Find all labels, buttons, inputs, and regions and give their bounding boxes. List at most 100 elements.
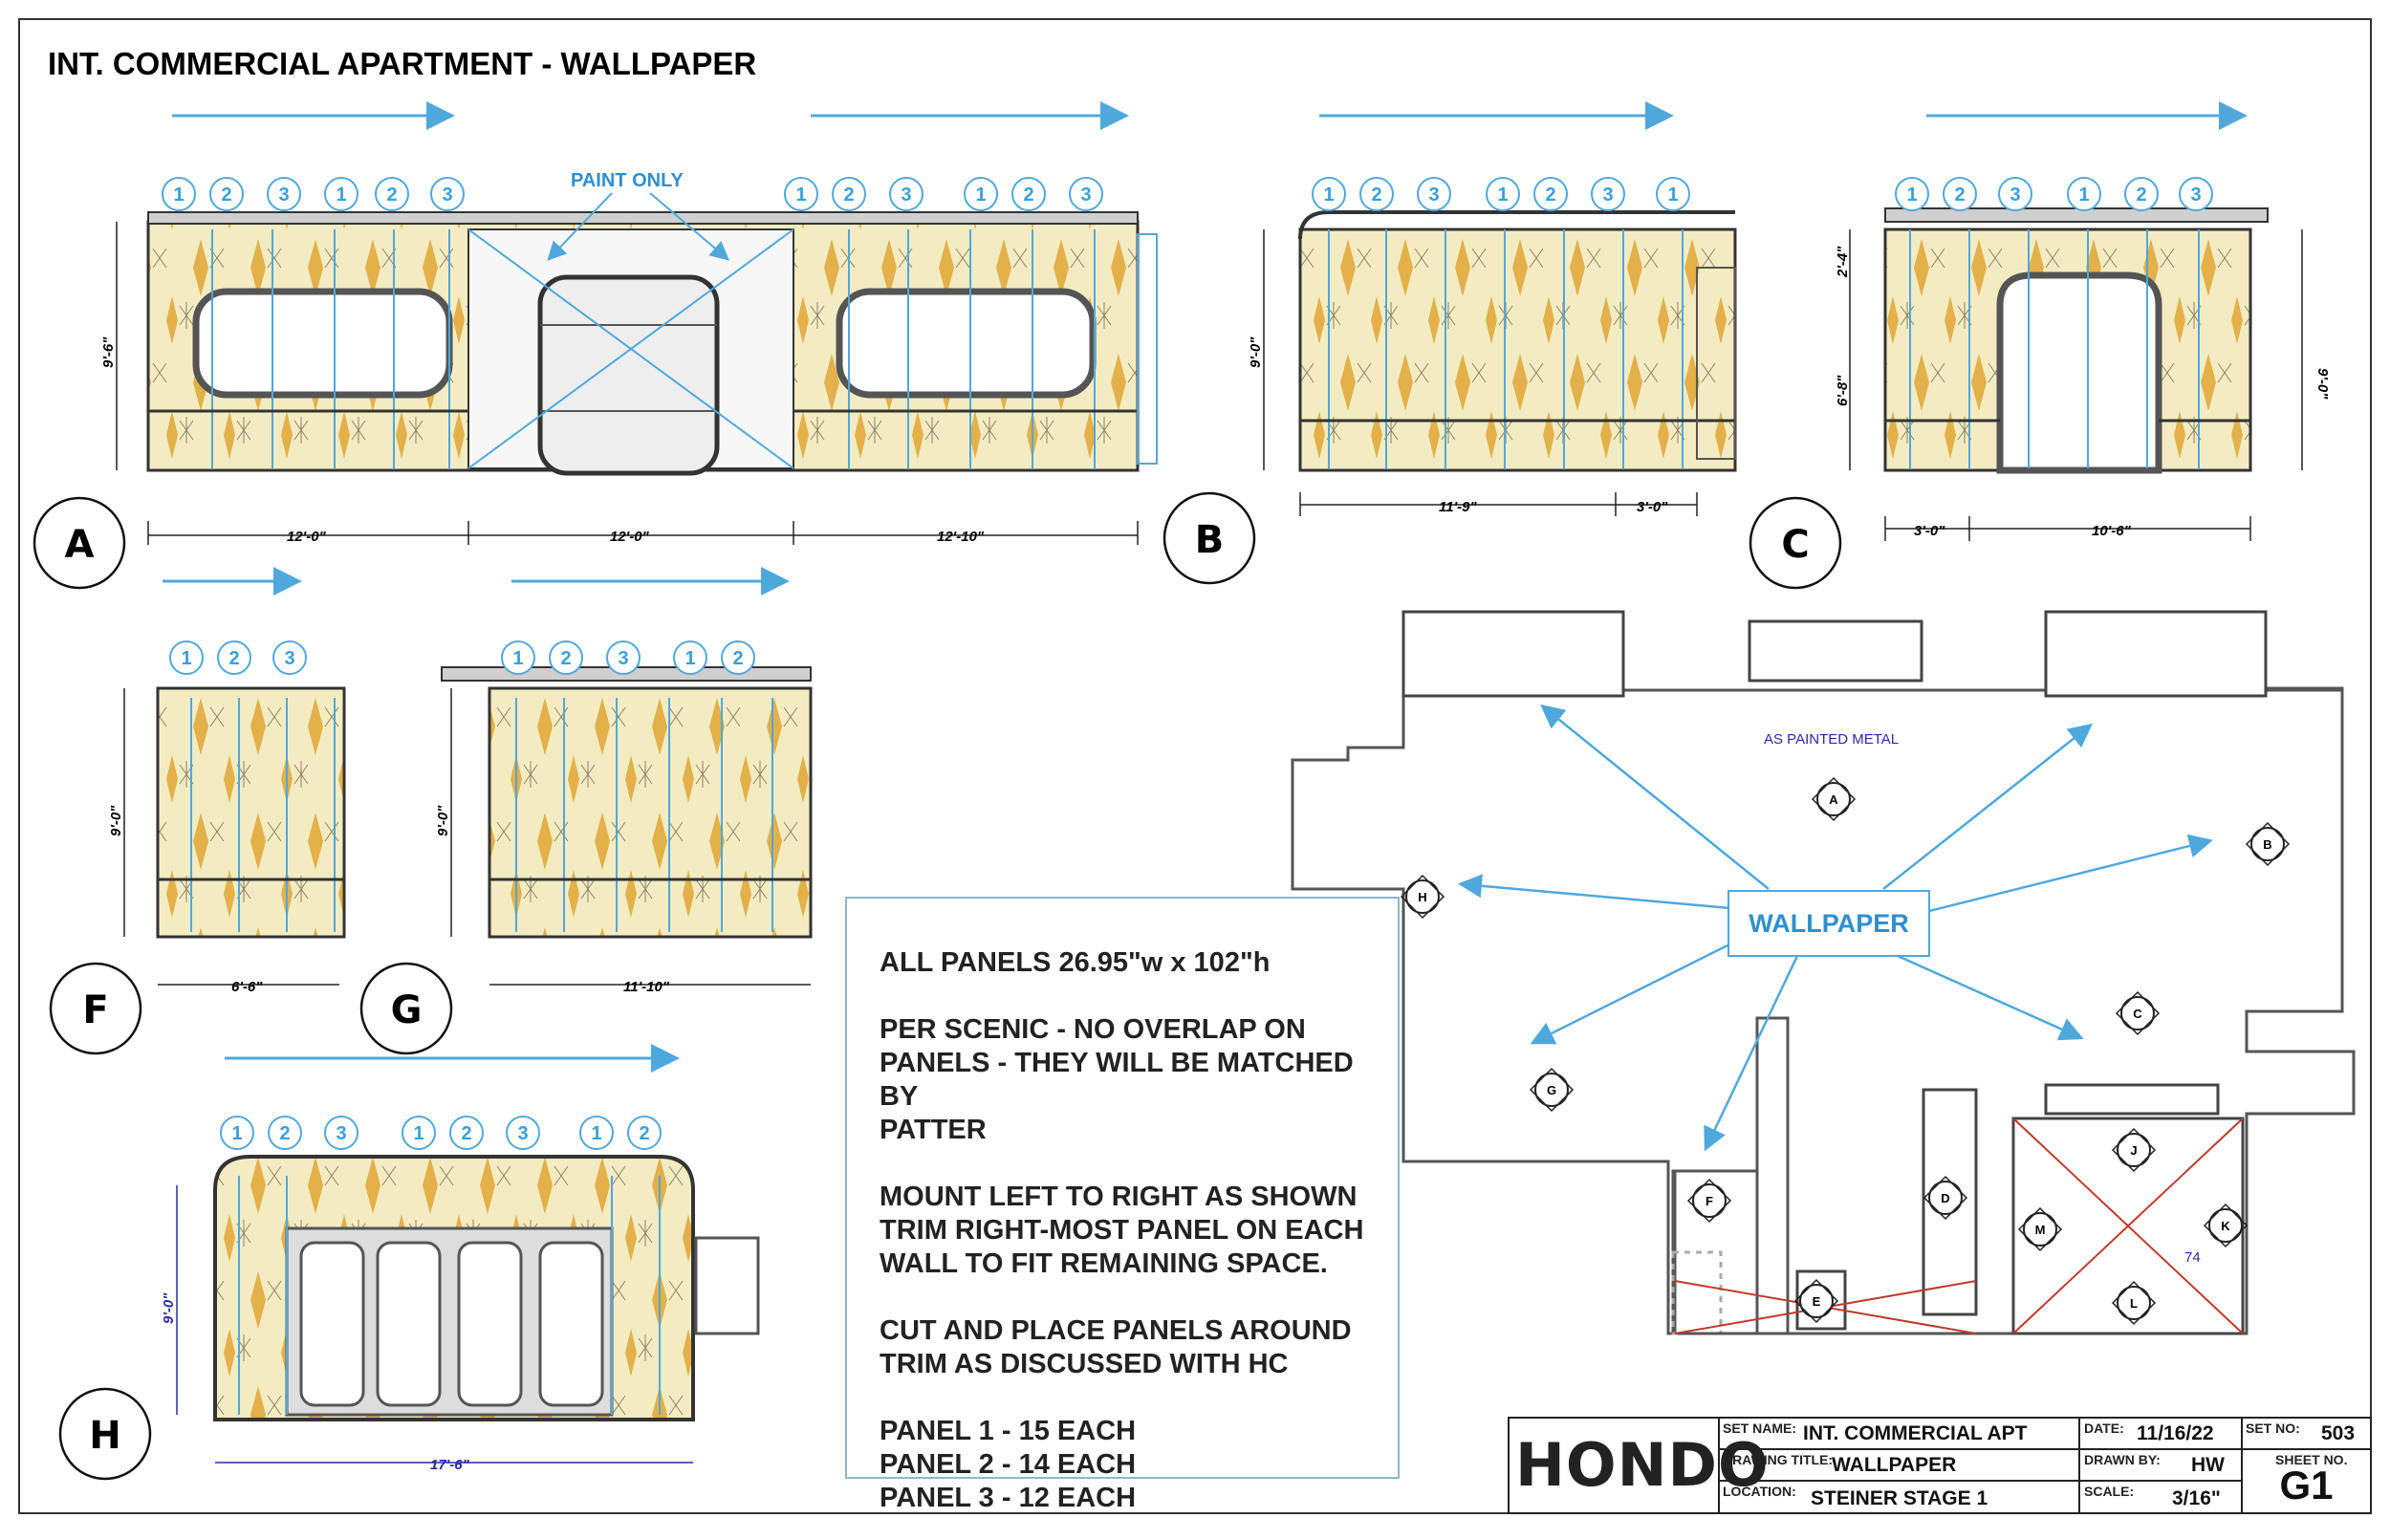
panel-number: 2 (461, 1123, 471, 1144)
panel-number: 3 (618, 648, 628, 669)
room-number: 74 (2184, 1249, 2201, 1266)
panel-number: 1 (1323, 184, 1334, 206)
title-block-frame (1508, 1417, 2372, 1514)
plan-marker-label: M (2035, 1223, 2046, 1237)
panel-number: 3 (517, 1123, 528, 1144)
panel-number: 1 (181, 648, 191, 669)
panel-circle (220, 1116, 254, 1150)
as-painted-metal-label: AS PAINTED METAL (1764, 731, 1899, 748)
panel-number: 3 (1428, 184, 1439, 206)
panel-number: 1 (1497, 184, 1508, 206)
plan-marker-j (2117, 1133, 2151, 1167)
panel-number: 1 (1667, 184, 1678, 206)
panel-circle (1656, 177, 1690, 211)
panel-circle (162, 177, 196, 211)
panel-circle (889, 177, 923, 211)
panel-circle (832, 177, 866, 211)
badge-b: B (1195, 518, 1225, 562)
panel-circle (209, 177, 244, 211)
scale: 3/16" (2172, 1487, 2221, 1509)
panel-number: 2 (560, 648, 571, 669)
panel-number: 2 (1954, 184, 1965, 206)
set-no: 503 (2321, 1422, 2356, 1444)
panel-circle (1486, 177, 1520, 211)
panel-number: 3 (442, 184, 452, 206)
dim-b-1: 11'-9" (1439, 499, 1477, 515)
scale-label: SCALE: (2084, 1484, 2135, 1499)
height-c-1: 2'-4" (1835, 246, 1851, 278)
dim-c-2: 10'-6" (2092, 523, 2132, 539)
panel-circle (2124, 177, 2159, 211)
panel-circle (784, 177, 818, 211)
panel-number: 1 (413, 1123, 424, 1144)
dimension-lines (116, 222, 2303, 1464)
panel-number: 1 (591, 1123, 601, 1144)
panel-circle (272, 640, 307, 675)
note-panel-size: ALL PANELS 26.95"w x 102"h (880, 947, 1271, 978)
plan-marker-a (1816, 782, 1851, 816)
plan-marker-l (2117, 1286, 2151, 1320)
note-no-overlap: PER SCENIC - NO OVERLAP ON PANELS - THEY… (880, 1014, 1354, 1145)
height-b: 9'-0" (1248, 336, 1264, 368)
plan-marker-g (1534, 1073, 1569, 1107)
sheet-no: G1 (2279, 1463, 2334, 1507)
panel-circle (449, 1116, 484, 1150)
plan-marker-m (2023, 1212, 2057, 1247)
plan-marker-c (2120, 996, 2155, 1030)
set-name-label: SET NAME: (1723, 1421, 1796, 1436)
height-c-2: 6'-8" (1835, 375, 1851, 406)
panel-number: 2 (843, 184, 854, 206)
date-label: DATE: (2084, 1421, 2124, 1436)
panel-number: 1 (336, 184, 346, 206)
direction-arrows (163, 101, 2248, 1073)
panel-circle (375, 177, 409, 211)
panel-circle (1943, 177, 1977, 211)
panel-number: 1 (512, 648, 523, 669)
dim-h-1: 17'-6" (430, 1457, 470, 1473)
plan-marker-h (1405, 879, 1440, 914)
panel-circle (402, 1116, 436, 1150)
panel-circle (1591, 177, 1625, 211)
plan-marker-label: J (2130, 1143, 2137, 1158)
set-no-label: SET NO: (2246, 1421, 2300, 1436)
plan-marker-k (2208, 1208, 2243, 1243)
panel-number: 2 (2136, 184, 2146, 206)
panel-number: 1 (1906, 184, 1917, 206)
dimension-labels: 12'-0" 12'-0" 12'-10" 11'-9" 3'-0" 3'-0"… (100, 246, 2331, 1473)
badge-c: C (1781, 523, 1809, 567)
panel-circle (627, 1116, 662, 1150)
plan-marker-diamond (2245, 821, 2291, 867)
panel-number: 3 (1602, 184, 1613, 206)
dim-f-1: 6'-6" (231, 979, 263, 995)
panel-circle (606, 640, 641, 675)
plan-marker-diamond (2115, 990, 2161, 1036)
panel-circle (2179, 177, 2213, 211)
panel-number: 2 (1371, 184, 1381, 206)
panel-number: 3 (336, 1123, 346, 1144)
height-a: 9'-6" (100, 336, 117, 368)
panel-circle (324, 177, 358, 211)
dim-a-3: 12'-10" (937, 529, 985, 545)
elevation-a (146, 211, 1158, 476)
plan-marker-label: G (1547, 1083, 1556, 1097)
panel-number: 1 (684, 648, 695, 669)
elevation-h (213, 1155, 760, 1421)
dim-b-2: 3'-0" (1637, 499, 1668, 515)
panel-circle (169, 640, 204, 675)
panel-circle (1895, 177, 1929, 211)
panel-number: 2 (228, 648, 239, 669)
plan-marker-diamond (2111, 1127, 2157, 1173)
note-panel-counts: PANEL 1 - 15 EACH PANEL 2 - 14 EACH PANE… (880, 1416, 1137, 1513)
panel-number: 2 (221, 184, 231, 206)
hondo-logo: HONDO (1515, 1430, 1770, 1500)
location: STEINER STAGE 1 (1811, 1487, 1988, 1509)
plan-marker-label: E (1813, 1294, 1821, 1309)
drawing-title-label: DRAWING TITLE: (1723, 1452, 1834, 1467)
height-c-3: 9'-0" (2314, 368, 2331, 400)
plan-marker-d (1928, 1181, 1963, 1215)
panel-circle (1069, 177, 1103, 211)
floor-plan (1291, 610, 2356, 1335)
plan-marker-label: F (1706, 1194, 1713, 1208)
